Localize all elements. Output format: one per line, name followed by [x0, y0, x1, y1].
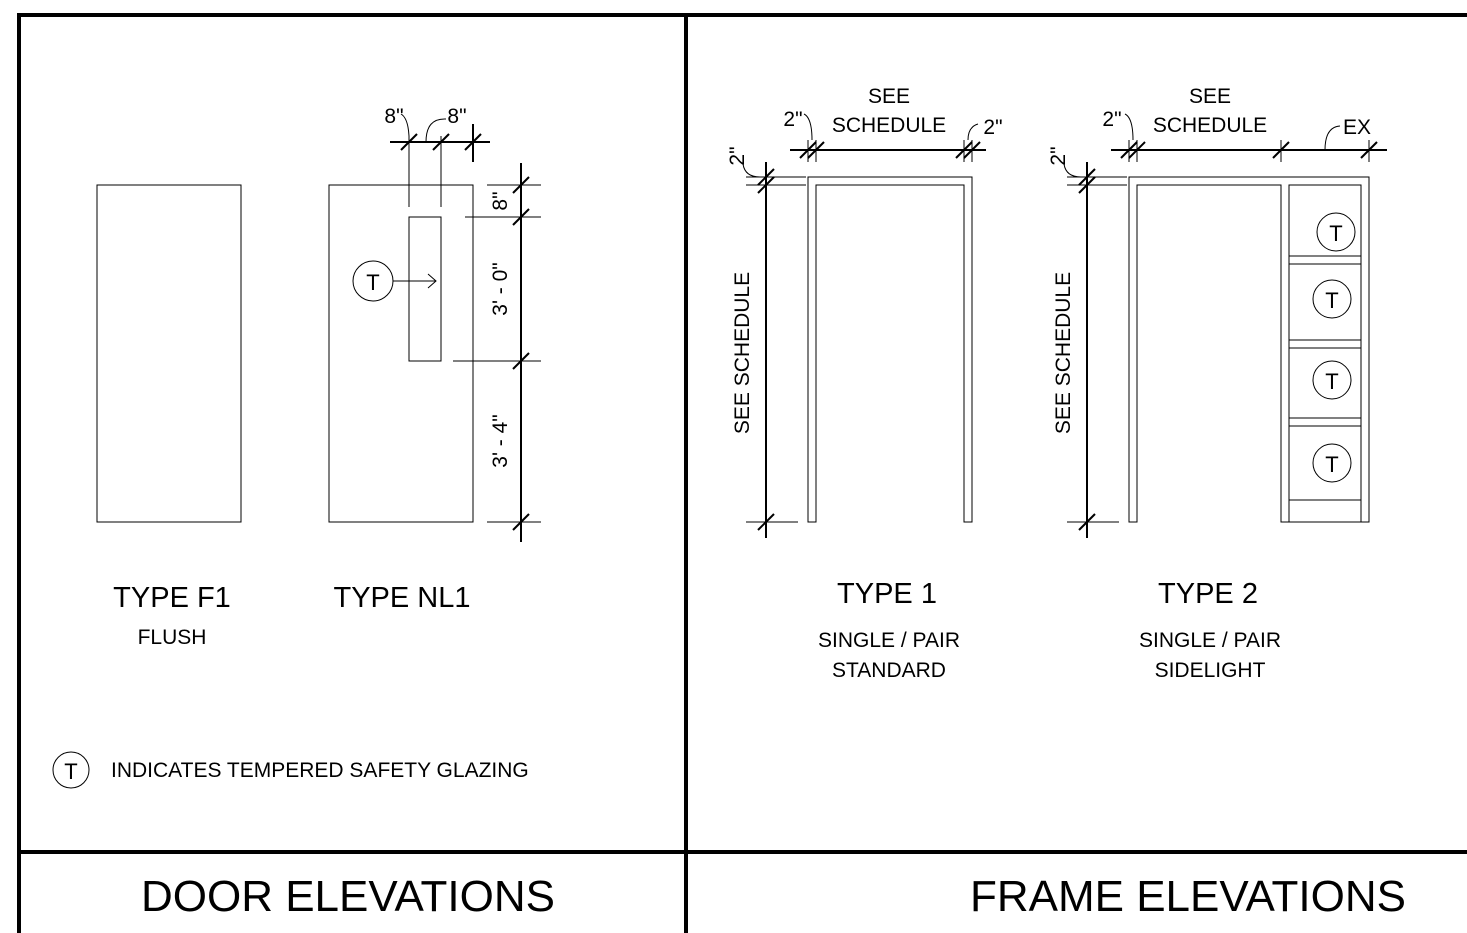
frame-2-dim-head: 2" [1047, 146, 1070, 165]
frame-1-outline [807, 176, 973, 523]
dim-lite-3-0: 3' - 0" [489, 262, 512, 315]
frame-2-dim-left: 2" [1102, 108, 1121, 131]
frame-2-see: SEE [1189, 85, 1231, 108]
frame-2-dim-ex: EX [1343, 116, 1371, 139]
door-f1-outline [96, 184, 242, 523]
tempered-tag-sidelight-4: T [1312, 443, 1352, 483]
tag-letter: T [1325, 452, 1338, 477]
dim-bottom-3-4: 3' - 4" [489, 414, 512, 467]
frame-1-type: TYPE 1 [837, 578, 937, 610]
sidelight-outer [1288, 184, 1362, 523]
frame-1-dim-right: 2" [983, 116, 1002, 139]
frame-2-schedule: SCHEDULE [1153, 114, 1267, 137]
frame-2-desc2: SIDELIGHT [1155, 659, 1266, 682]
door-elevations-title: DOOR ELEVATIONS [141, 872, 555, 921]
legend-tag-letter: T [64, 759, 77, 784]
type-f1-desc: FLUSH [138, 626, 207, 649]
frame-type-2: T T T T S [1047, 85, 1387, 682]
frame-1-dim-head: 2" [726, 146, 749, 165]
dim-top-8: 8" [489, 191, 512, 210]
frame-2-desc1: SINGLE / PAIR [1139, 629, 1281, 652]
door-elevations-panel: TYPE F1 FLUSH TYPE NL1 T 8" 8" [52, 105, 555, 921]
nl1-right-dimension: 8" 3' - 0" 3' - 4" [453, 163, 541, 542]
legend-tag-circle [52, 751, 90, 789]
tempered-tag-sidelight-2: T [1312, 279, 1352, 319]
legend-text: INDICATES TEMPERED SAFETY GLAZING [111, 759, 529, 782]
sheet-borders [17, 13, 1467, 933]
frame-type-1: SEE SCHEDULE 2" 2" 2" SEE SCHEDULE TYPE … [726, 85, 1003, 682]
nl1-top-dimension: 8" 8" [384, 105, 490, 207]
door-nl1-vision-lite [408, 216, 442, 362]
frame-1-height: SEE SCHEDULE [731, 272, 754, 434]
tag-letter: T [366, 270, 379, 295]
frame-1-schedule: SCHEDULE [832, 114, 946, 137]
frame-elevations-title: FRAME ELEVATIONS [970, 872, 1406, 921]
frame-1-see: SEE [868, 85, 910, 108]
type-nl1-label: TYPE NL1 [334, 582, 471, 614]
frame-1-dim-left: 2" [783, 108, 802, 131]
frame-1-desc1: SINGLE / PAIR [818, 629, 960, 652]
tag-letter: T [1325, 288, 1338, 313]
tempered-legend: T INDICATES TEMPERED SAFETY GLAZING [52, 751, 529, 789]
tempered-tag-sidelight-3: T [1312, 360, 1352, 400]
tag-letter: T [1329, 221, 1342, 246]
door-nl1-outline [328, 184, 474, 523]
frame-2-height: SEE SCHEDULE [1052, 272, 1075, 434]
tempered-tag-nl1: T [352, 260, 437, 302]
frame-1-desc2: STANDARD [832, 659, 946, 682]
frame-2-outline [1128, 176, 1370, 523]
tag-letter: T [1325, 369, 1338, 394]
tempered-tag-sidelight-1: T [1316, 212, 1356, 252]
type-f1-label: TYPE F1 [113, 582, 231, 614]
dim-right-8: 8" [447, 105, 466, 128]
frame-elevations-panel: SEE SCHEDULE 2" 2" 2" SEE SCHEDULE TYPE … [726, 85, 1406, 921]
frame-2-type: TYPE 2 [1158, 578, 1258, 610]
dim-left-8: 8" [384, 105, 403, 128]
